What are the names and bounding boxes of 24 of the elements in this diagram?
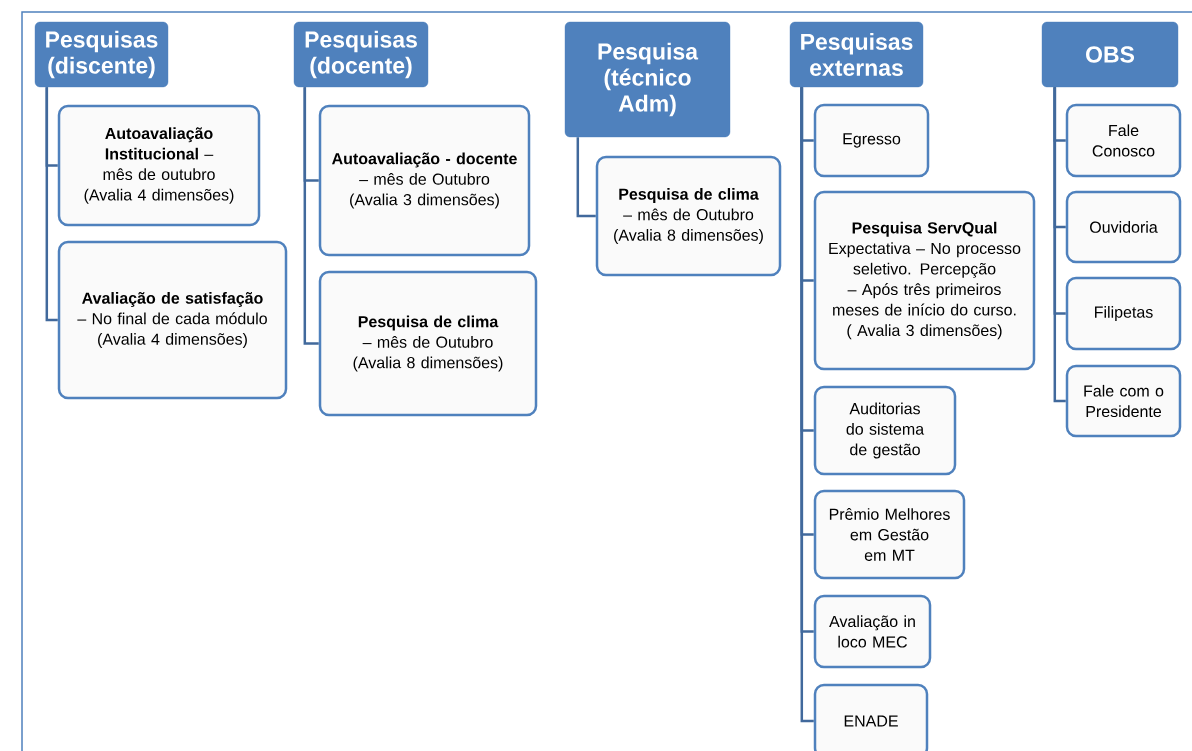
item-box: Fale Conosco: [1065, 103, 1182, 178]
item-box: Fale com o Presidente: [1065, 364, 1182, 438]
item-box: Egresso: [813, 103, 930, 178]
connector-line: [303, 87, 319, 345]
connector-line: [576, 137, 596, 218]
item-box: ENADE: [813, 683, 929, 751]
item-box: Avaliação de satisfação – No final de cada módulo (Avalia 4 dimensões): [57, 240, 288, 400]
item-box: Pesquisa de clima – mês de Outubro (Avalia 8 dimensões): [595, 155, 782, 277]
item-box: Prêmio Melhores em Gestão em MT: [813, 489, 966, 580]
item-box: Pesquisa de clima – mês de Outubro (Avalia 8 dimensões): [318, 270, 538, 417]
header-box: Pesquisas (discente): [34, 21, 169, 88]
item-box: Ouvidoria: [1065, 190, 1182, 264]
header-box: Pesquisa (técnico Adm): [564, 21, 731, 138]
item-box: Autoavaliação - docente – mês de Outubro (Avalia 3 dimensões): [318, 104, 531, 257]
item-box: Avaliação in loco MEC: [813, 594, 932, 669]
connector-line: [1053, 87, 1066, 403]
item-box: Filipetas: [1065, 276, 1182, 351]
item-box: Pesquisa ServQual Expectativa – No processo seletivo. Percepção – Após três primeiros meses de início do curso. ( Avalia 3 dimensões): [813, 190, 1036, 371]
connector-line: [45, 87, 58, 322]
header-box: Pesquisas externas: [789, 21, 924, 88]
header-box: Pesquisas (docente): [293, 21, 429, 88]
header-box: OBS: [1041, 21, 1179, 88]
item-box: Autoavaliação Institucional – mês de outubro (Avalia 4 dimensões): [57, 104, 261, 227]
item-box: Auditorias do sistema de gestão: [813, 385, 957, 476]
